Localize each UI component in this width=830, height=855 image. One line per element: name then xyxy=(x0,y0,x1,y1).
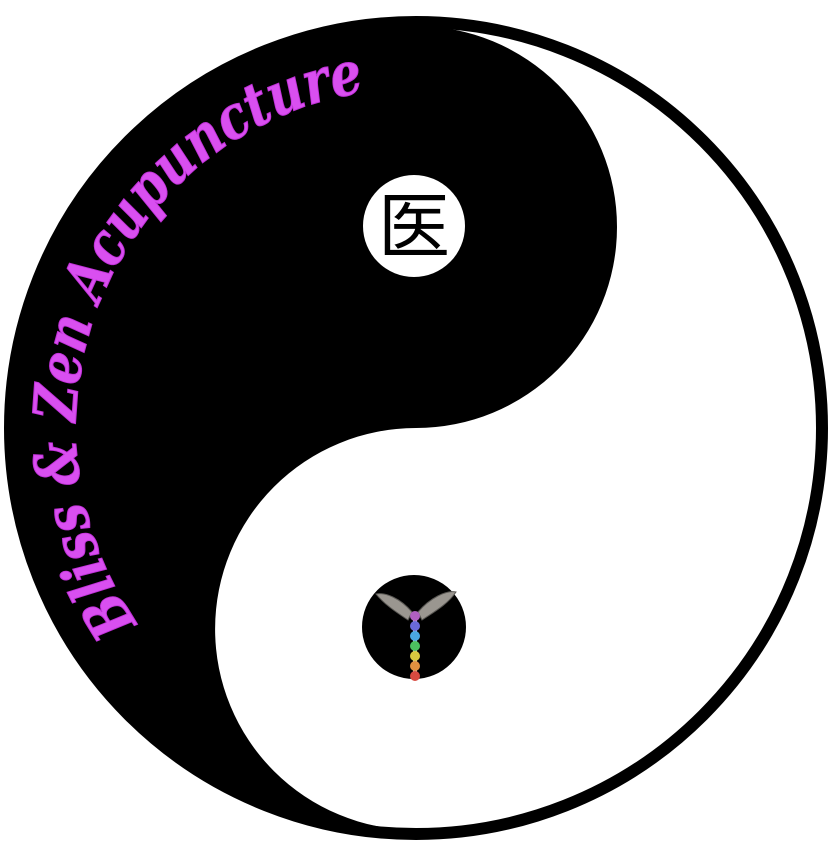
medicine-character: 医 xyxy=(378,185,450,269)
outer-ring xyxy=(4,16,828,840)
yin-half xyxy=(14,26,618,830)
chakra-stone xyxy=(410,651,420,661)
right-wing xyxy=(417,591,457,621)
chakra-stone xyxy=(410,621,420,631)
chakra-stone xyxy=(410,631,420,641)
chakra-stones xyxy=(410,611,420,681)
chakra-stone xyxy=(410,641,420,651)
chakra-stone xyxy=(410,671,420,681)
yin-yang-icon xyxy=(4,16,828,840)
yang-dot xyxy=(363,175,465,277)
caduceus-icon xyxy=(375,591,457,681)
left-wing xyxy=(375,593,413,621)
chakra-stone xyxy=(410,661,420,671)
chakra-stone xyxy=(410,611,420,621)
